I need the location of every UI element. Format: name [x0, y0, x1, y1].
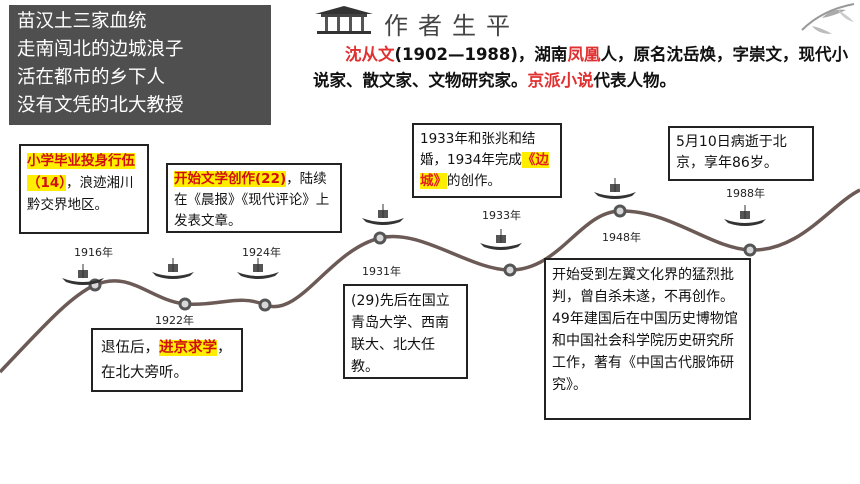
year-label: 1922年: [155, 314, 194, 327]
event-text: 5月10日病逝于北京，享年86岁。: [676, 134, 787, 171]
author-name: 沈从文: [345, 45, 395, 64]
summary-line: 苗汉土三家血统: [17, 11, 147, 32]
boat-icon: [594, 178, 636, 199]
boat-icon: [237, 258, 279, 279]
event-box-1931: (29)先后在国立青岛大学、西南联大、北大任教。: [343, 284, 468, 379]
bamboo-leaves-icon: [801, 3, 855, 34]
intro-text: 代表人物。: [593, 71, 677, 90]
literary-school: 京派小说: [527, 71, 594, 90]
intro-text: 人，原名沈岳焕，字崇文，现代小说家、散文家、文物研究家。: [313, 45, 848, 90]
event-text: 的创作。: [447, 173, 501, 189]
boat-icon: [724, 205, 766, 226]
summary-line: 活在都市的乡下人: [17, 67, 166, 88]
event-highlight: 进京求学: [159, 340, 217, 356]
year-label: 1916年: [74, 246, 113, 259]
year-label: 1988年: [726, 187, 765, 200]
year-label: 1933年: [482, 209, 521, 222]
boat-icon: [362, 204, 404, 225]
event-text: 开始受到左翼文化界的猛烈批判，曾自杀未遂，不再创作。49年建国后在中国历史博物馆…: [552, 267, 738, 393]
event-box-1922: 退伍后，进京求学，在北大旁听。: [91, 328, 243, 392]
event-text: ，浪迹湘川黔交界地区。: [27, 175, 134, 213]
intro-paragraph: 沈从文(1902—1988)，湖南凤凰人，原名沈岳焕，字崇文，现代小说家、散文家…: [313, 42, 853, 94]
event-text: ，在北大旁听。: [101, 340, 232, 381]
year-label: 1931年: [362, 265, 401, 278]
section-title: 作者生平: [384, 12, 520, 40]
intro-text: (1902—1988)，湖南: [394, 45, 568, 64]
event-text: ，陆续在《晨报》《现代评论》上发表文章。: [174, 171, 330, 229]
event-text: 退伍后，: [101, 340, 159, 356]
year-label: 1948年: [602, 231, 641, 244]
year-label: 1924年: [242, 246, 281, 259]
boat-icon: [62, 264, 104, 285]
event-box-1988: 5月10日病逝于北京，享年86岁。: [668, 126, 814, 181]
event-text: (29)先后在国立青岛大学、西南联大、北大任教。: [351, 293, 450, 375]
boat-icon: [480, 229, 522, 250]
event-highlight: 开始文学创作(22): [174, 171, 287, 187]
event-box-1933: 1933年和张兆和结婚，1934年完成《边城》的创作。: [412, 123, 562, 198]
event-box-1924: 开始文学创作(22)，陆续在《晨报》《现代评论》上发表文章。: [166, 163, 342, 233]
boat-icon: [152, 258, 194, 279]
summary-line: 走南闯北的边城浪子: [17, 39, 184, 60]
event-box-1916: 小学毕业投身行伍（14），浪迹湘川黔交界地区。: [19, 144, 149, 234]
event-box-1948: 开始受到左翼文化界的猛烈批判，曾自杀未遂，不再创作。49年建国后在中国历史博物馆…: [544, 258, 751, 420]
pavilion-icon: [315, 6, 373, 34]
event-text: 1933年和张兆和结婚，1934年完成: [420, 131, 536, 168]
summary-line: 没有文凭的北大教授: [17, 95, 184, 116]
birthplace: 凤凰: [567, 45, 601, 64]
summary-box: 苗汉土三家血统 走南闯北的边城浪子 活在都市的乡下人 没有文凭的北大教授: [9, 5, 271, 125]
